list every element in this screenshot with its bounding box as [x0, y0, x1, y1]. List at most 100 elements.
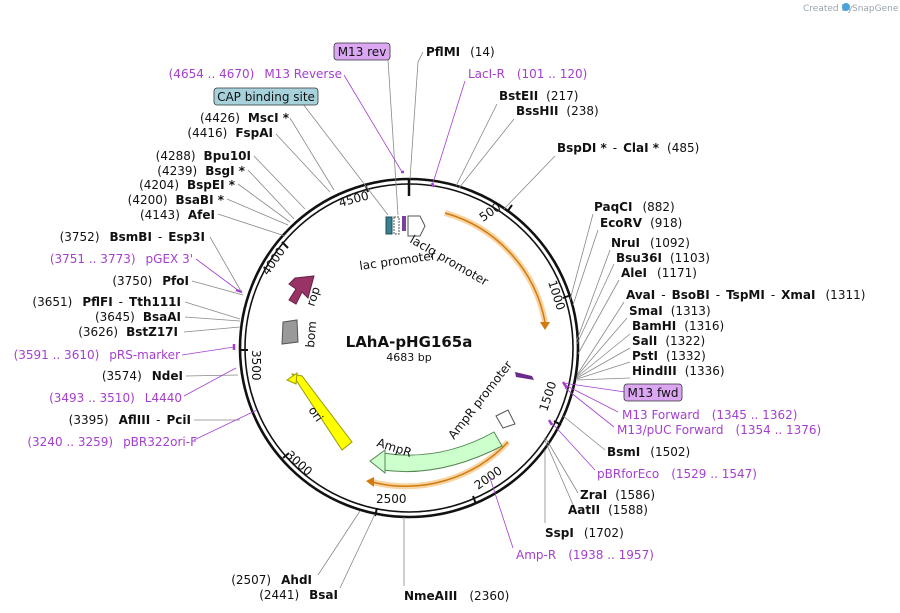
credit-brand: SnapGene	[852, 4, 899, 14]
credit-prefix: Created by	[803, 4, 853, 14]
enzyme-msci: (4426)MscI *	[200, 111, 290, 125]
enzyme-ecorv: EcoRV(918)	[600, 216, 682, 230]
leader-bspei	[237, 183, 291, 223]
enzyme-bsgi: (4239)BsgI *	[157, 164, 245, 178]
feature-ampr-arrowhead	[369, 449, 386, 475]
leader-msci	[289, 117, 335, 191]
feature-m13-fwd-arrow	[515, 372, 534, 380]
primer-marks	[232, 170, 569, 426]
feature-label-lac-promoter: lac promoter	[358, 248, 436, 273]
feature-ori	[290, 373, 353, 451]
leader-bamhi	[576, 333, 631, 378]
feature-cap-binding-site	[385, 216, 393, 235]
enzyme-hindiii: HindIII(1336)	[632, 364, 725, 378]
feature-label-bom: bom	[303, 320, 319, 348]
leader-pflmi	[409, 51, 424, 180]
leader-m13-reverse	[343, 74, 403, 173]
leader-psti	[576, 361, 631, 380]
enzyme-ndei: (3574)NdeI	[102, 369, 183, 383]
tick-3000	[282, 452, 290, 459]
enzyme-pfoi: (3750)PfoI	[112, 274, 189, 288]
leader-amp-r	[489, 477, 514, 549]
box-m13-rev	[333, 42, 391, 61]
feature-lac-promoter	[393, 216, 400, 235]
leader-sali	[576, 347, 631, 379]
enzyme-labels-right: PflMI(14) BstEII(217) BssHII(238) BspDI …	[404, 45, 865, 603]
enzyme-nrui: NruI(1092)	[611, 236, 690, 250]
leader-bpu10i	[253, 155, 306, 210]
tick-1500	[553, 420, 562, 426]
feature-ampr-promoter	[495, 409, 516, 429]
leader-bsmi	[561, 414, 606, 451]
enzyme-alei: AleI(1171)	[621, 266, 697, 280]
enzyme-bsu36i: Bsu36I(1103)	[616, 251, 710, 265]
enzyme-bstz17i: (3626)BstZ17I	[78, 325, 178, 339]
primer-m13-reverse: (4654 .. 4670)M13 Reverse	[169, 67, 342, 81]
feature-lacIq-promoter	[407, 215, 426, 237]
enzyme-paqci: PaqCI(882)	[594, 200, 675, 214]
leader-pflfi	[184, 301, 241, 320]
primer-pbr322ori-f: (3240 .. 3259)pBR322ori-F	[27, 435, 197, 449]
enzyme-nmeaiii: NmeAIII(2360)	[404, 589, 509, 603]
leader-ahdi	[317, 510, 361, 576]
leader-ecorv	[572, 229, 599, 306]
enzyme-afei: (4143)AfeI	[140, 208, 215, 222]
primer-amp-r: Amp-R(1938 .. 1957)	[516, 548, 654, 562]
leader-m13puc-forward	[564, 387, 615, 428]
enzyme-bsaai: (3645)BsaAI	[95, 310, 181, 324]
leader-bsgi	[247, 169, 295, 220]
leader-paqci	[569, 213, 594, 301]
box-label-m13-fwd: M13 fwd	[628, 386, 679, 400]
leader-smai	[576, 317, 628, 377]
enzyme-zrai: ZraI(1586)	[580, 488, 655, 502]
primer-leader-lines	[181, 74, 626, 549]
leader-aatii	[543, 437, 575, 508]
enzyme-psti: PstI(1332)	[632, 349, 706, 363]
leader-nrui	[576, 249, 611, 341]
orf-arc-laci-arrowhead	[540, 322, 550, 330]
orf-arc-laci-line	[444, 212, 546, 323]
feature-ampr	[382, 431, 503, 473]
leader-fspai	[275, 133, 331, 193]
enzyme-smai: SmaI(1313)	[629, 304, 711, 318]
leader-bsshii	[458, 118, 515, 189]
primer-m13-forward: M13 Forward(1345 .. 1362)	[622, 408, 797, 422]
leader-laci-r	[432, 80, 466, 184]
enzyme-bsteii: BstEII(217)	[499, 89, 578, 103]
enzyme-bspei: (4204)BspEI *	[139, 178, 236, 192]
enzyme-avai-group: AvaI-BsoBI-TspMI-XmaI(1311)	[626, 288, 865, 302]
enzyme-fspai: (4416)FspAI	[187, 126, 273, 140]
leader-hindiii	[576, 377, 631, 381]
enzyme-sali: SalI(1322)	[632, 334, 705, 348]
plasmid-size: 4683 bp	[386, 351, 431, 364]
primer-labels-right: LacI-R(101 .. 120) M13 Forward(1345 .. 1…	[468, 67, 821, 562]
leader-l4440	[183, 367, 237, 397]
leader-m13-forward	[564, 384, 619, 413]
enzyme-bsabi: (4200)BsaBI *	[128, 193, 225, 207]
leader-prs-marker	[181, 346, 235, 356]
primer-mark-pbrforeco	[547, 419, 554, 426]
orf-arc-ampr-arrowhead	[366, 477, 374, 487]
backbone	[238, 177, 580, 519]
leader-bsteii	[455, 103, 498, 187]
feature-ori-arrowhead	[285, 371, 298, 385]
leader-alei	[577, 279, 620, 355]
enzyme-bspdi-clai: BspDI *-ClaI *(485)	[557, 141, 699, 155]
primer-pbrforeco: pBRforEco(1529 .. 1547)	[597, 467, 757, 481]
box-cap-binding-site	[213, 87, 319, 106]
leader-clai	[503, 155, 556, 210]
tick-2000	[472, 495, 477, 505]
leader-avai	[576, 301, 625, 376]
leader-bsai	[339, 513, 376, 589]
enzyme-pflfi-tth111i: (3651)PflFI-Tth111I	[32, 295, 181, 309]
enzyme-bsshii: BssHII(238)	[516, 104, 599, 118]
leader-ndei	[185, 374, 239, 377]
tick-500	[506, 204, 513, 213]
leader-pbr322ori-f	[193, 409, 258, 441]
enzyme-ahdi: (2507)AhdI	[231, 573, 312, 587]
tick-label-1500: 1500	[537, 380, 560, 413]
leader-pbrforeco	[550, 421, 596, 471]
box-label-cap-binding-site: CAP binding site	[217, 90, 315, 104]
tick-2500	[374, 507, 378, 517]
